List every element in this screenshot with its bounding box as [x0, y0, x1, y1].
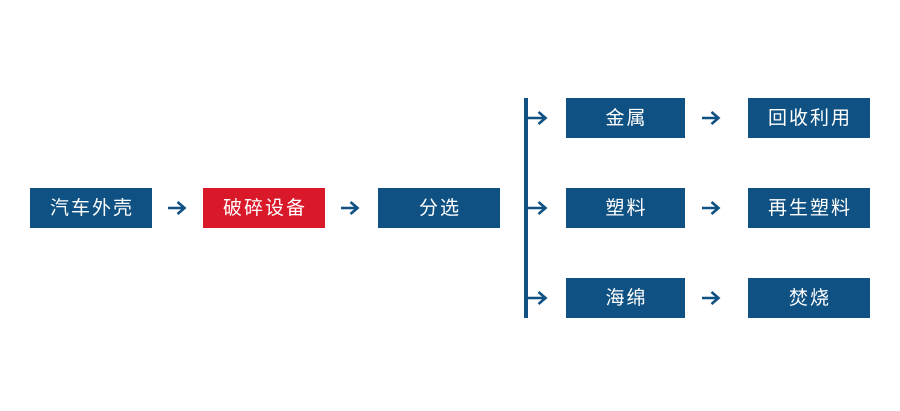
arrow-right-icon-sponge-to-incineration — [700, 286, 724, 310]
arrow-right-icon-bus-to-metal — [526, 106, 552, 130]
arrow-right-icon-metal-to-reuse — [700, 106, 724, 130]
node-shredding-equipment[interactable]: 破碎设备 — [203, 188, 325, 228]
arrow-right-icon-plastic-to-recycled-plastic — [700, 196, 724, 220]
node-car-shell[interactable]: 汽车外壳 — [30, 188, 152, 228]
node-sponge[interactable]: 海绵 — [566, 278, 685, 318]
node-incineration[interactable]: 焚烧 — [748, 278, 870, 318]
arrow-right-icon-bus-to-sponge — [526, 286, 552, 310]
arrow-right-icon-shredder-to-sorting — [339, 196, 363, 220]
arrow-right-icon-bus-to-plastic — [526, 196, 552, 220]
node-recycling-reuse[interactable]: 回收利用 — [748, 98, 870, 138]
node-sorting[interactable]: 分选 — [378, 188, 500, 228]
node-recycled-plastic[interactable]: 再生塑料 — [748, 188, 870, 228]
node-metal[interactable]: 金属 — [566, 98, 685, 138]
node-plastic[interactable]: 塑料 — [566, 188, 685, 228]
arrow-right-icon-shell-to-shredder — [166, 196, 190, 220]
